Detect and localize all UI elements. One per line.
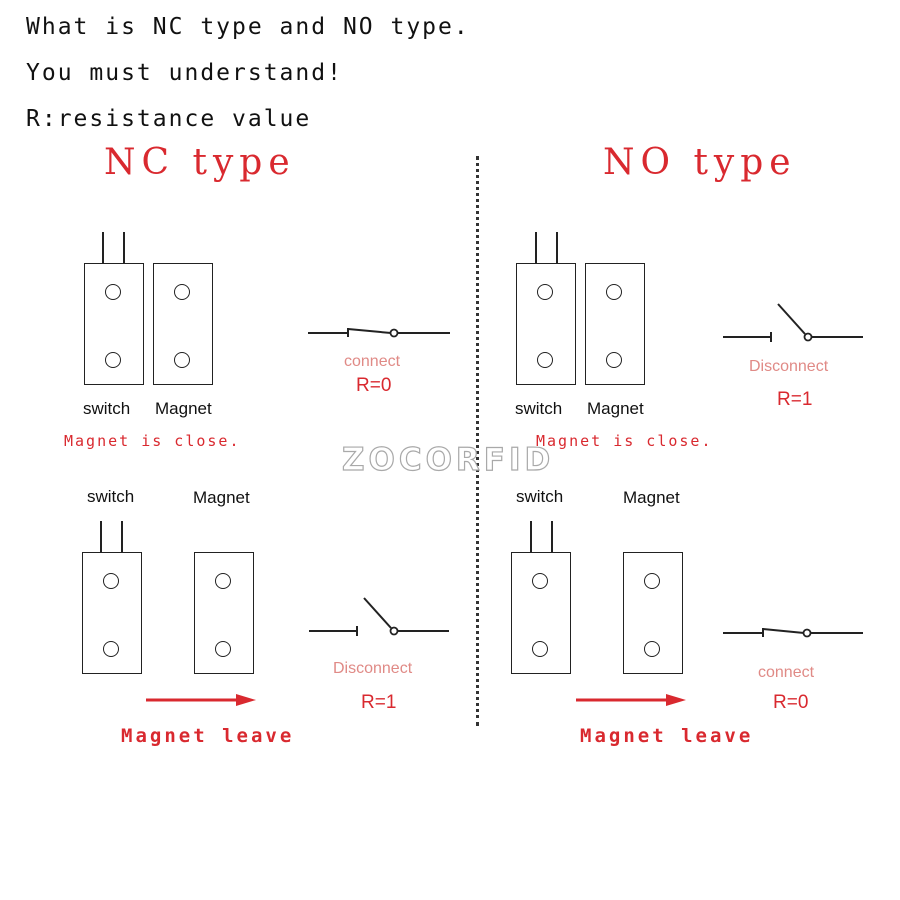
- nc-bottom-switch-wire-right: [121, 521, 123, 553]
- closed-switch-symbol-icon: [723, 628, 863, 638]
- screw-hole-icon: [606, 284, 622, 300]
- open-switch-symbol-icon: [309, 597, 449, 636]
- header-line-3: R:resistance value: [26, 106, 312, 132]
- no-top-state: Disconnect: [749, 358, 829, 375]
- nc-bottom-switch-body: [82, 552, 142, 674]
- no-top-switch-body: [516, 263, 576, 385]
- nc-bottom-resistance: R=1: [361, 692, 397, 713]
- no-type-title: NO type: [603, 142, 797, 183]
- no-bottom-switch-body: [511, 552, 571, 674]
- nc-bottom-caption: Magnet leave: [121, 725, 295, 747]
- no-bottom-magnet-body: [623, 552, 683, 674]
- center-divider: [476, 156, 479, 726]
- closed-switch-symbol-icon: [308, 328, 450, 338]
- nc-bottom-state: Disconnect: [333, 660, 413, 677]
- nc-bottom-switch-wire-left: [100, 521, 102, 553]
- arrow-right-icon: [576, 694, 686, 706]
- screw-hole-icon: [537, 284, 553, 300]
- screw-hole-icon: [174, 284, 190, 300]
- no-bottom-switch-label: switch: [516, 487, 564, 506]
- screw-hole-icon: [215, 573, 231, 589]
- no-bottom-caption: Magnet leave: [580, 725, 754, 747]
- screw-hole-icon: [105, 352, 121, 368]
- no-bottom-resistance: R=0: [773, 692, 809, 713]
- screw-hole-icon: [644, 641, 660, 657]
- header-line-1: What is NC type and NO type.: [26, 14, 470, 40]
- nc-top-magnet-label: Magnet: [155, 399, 212, 418]
- no-top-magnet-label: Magnet: [587, 399, 644, 418]
- screw-hole-icon: [103, 641, 119, 657]
- nc-bottom-magnet-label: Magnet: [193, 488, 250, 507]
- arrow-right-icon: [146, 694, 256, 706]
- nc-top-switch-label: switch: [83, 399, 131, 418]
- zocorfid-watermark: ZOCORFID: [341, 441, 555, 478]
- no-top-magnet-body: [585, 263, 645, 385]
- screw-hole-icon: [174, 352, 190, 368]
- nc-top-switch-wire-right: [123, 232, 125, 264]
- nc-bottom-magnet-body: [194, 552, 254, 674]
- no-top-switch-label: switch: [515, 399, 563, 418]
- screw-hole-icon: [644, 573, 660, 589]
- screw-hole-icon: [532, 641, 548, 657]
- no-top-resistance: R=1: [777, 389, 813, 410]
- nc-type-title: NC type: [104, 142, 296, 183]
- nc-top-switch-body: [84, 263, 144, 385]
- no-bottom-switch-wire-left: [530, 521, 532, 553]
- screw-hole-icon: [215, 641, 231, 657]
- no-top-switch-wire-right: [556, 232, 558, 264]
- nc-bottom-switch-label: switch: [87, 487, 135, 506]
- screw-hole-icon: [532, 573, 548, 589]
- no-bottom-state: connect: [758, 664, 815, 681]
- no-bottom-magnet-label: Magnet: [623, 488, 680, 507]
- nc-top-resistance: R=0: [356, 375, 392, 396]
- no-bottom-switch-wire-right: [551, 521, 553, 553]
- open-switch-symbol-icon: [723, 303, 863, 342]
- header-line-2: You must understand!: [26, 60, 343, 86]
- nc-top-switch-wire-left: [102, 232, 104, 264]
- screw-hole-icon: [105, 284, 121, 300]
- screw-hole-icon: [606, 352, 622, 368]
- no-top-switch-wire-left: [535, 232, 537, 264]
- screw-hole-icon: [103, 573, 119, 589]
- screw-hole-icon: [537, 352, 553, 368]
- nc-top-state: connect: [344, 353, 401, 370]
- nc-top-magnet-body: [153, 263, 213, 385]
- nc-top-caption: Magnet is close.: [64, 432, 241, 450]
- no-top-caption: Magnet is close.: [536, 432, 713, 450]
